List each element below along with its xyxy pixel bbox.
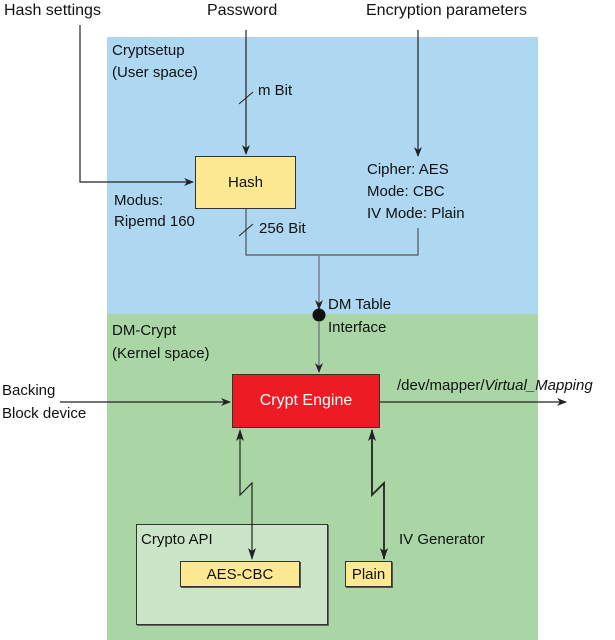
user-space-subtitle: (User space) — [112, 64, 198, 81]
block-device-label: Block device — [2, 405, 87, 422]
dm-table-label: DM Table — [328, 296, 392, 313]
hash-output-bit-width: 256 Bit — [259, 220, 306, 237]
hash-label: Hash — [227, 174, 264, 191]
hash-algorithm-label: Ripemd 160 — [114, 213, 195, 230]
hash-mode-label: Modus: — [114, 192, 164, 209]
interface-label: Interface — [328, 319, 387, 336]
password-label: Password — [207, 2, 278, 19]
plain-label: Plain — [351, 565, 386, 583]
crypto-api-label: Crypto API — [141, 531, 213, 548]
iv-generator-label: IV Generator — [399, 531, 485, 548]
cipher-label: Cipher: AES — [367, 161, 449, 178]
aes-cbc-label: AES-CBC — [206, 565, 274, 583]
hash-box: Hash — [195, 156, 296, 209]
output-device-path: /dev/mapper/Virtual_Mapping — [397, 375, 593, 397]
hash-settings-label: Hash settings — [4, 2, 101, 19]
kernel-space-subtitle: (Kernel space) — [112, 345, 210, 362]
dm-crypt-title: DM-Crypt — [112, 322, 177, 339]
iv-mode-label: IV Mode: Plain — [367, 205, 465, 222]
crypt-engine-label: Crypt Engine — [259, 392, 353, 409]
aes-cbc-box: AES-CBC — [180, 561, 300, 587]
output-device-name: Virtual_Mapping — [484, 377, 593, 394]
mode-label: Mode: CBC — [367, 183, 445, 200]
encryption-parameters-label: Encryption parameters — [366, 2, 527, 19]
output-device-prefix: /dev/mapper/ — [397, 377, 485, 394]
plain-box: Plain — [345, 561, 392, 587]
crypt-engine-box: Crypt Engine — [232, 374, 380, 428]
backing-label: Backing — [2, 382, 56, 399]
password-bit-width: m Bit — [258, 82, 293, 99]
cryptsetup-title: Cryptsetup — [112, 42, 185, 59]
